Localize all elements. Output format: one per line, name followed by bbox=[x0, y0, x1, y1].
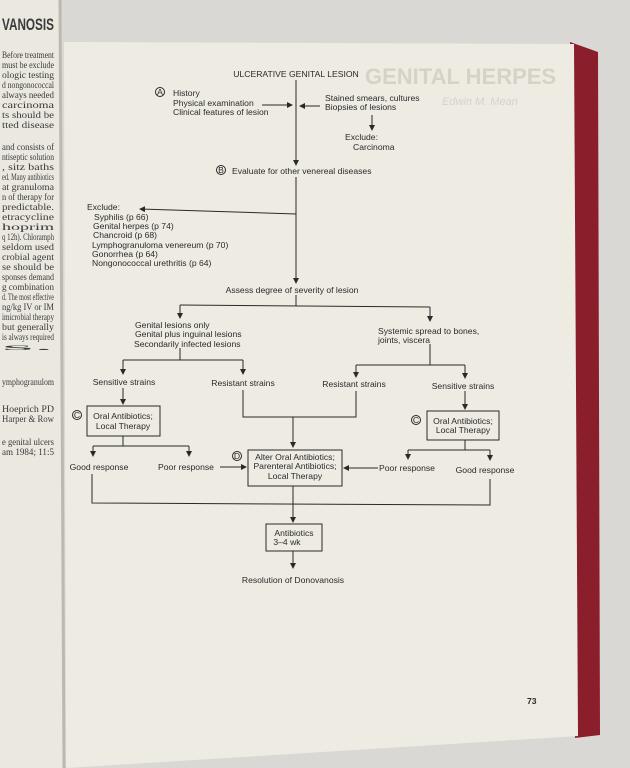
left-page-text-line: hoprim bbox=[2, 222, 54, 232]
labs-line: Biopsies of lesions bbox=[325, 102, 396, 112]
left-page-text-line: e genital ulcers bbox=[2, 437, 54, 447]
left-page-text-line: carcinoma bbox=[2, 100, 54, 110]
exclude-item: Syphilis (p 66) bbox=[94, 212, 149, 222]
left-page-text-line: ts should be bbox=[2, 110, 54, 120]
right-sensitive-label: Sensitive strains bbox=[432, 381, 495, 391]
root-label: ULCERATIVE GENITAL LESION bbox=[233, 69, 358, 79]
local-branch-line: Secondarily infected lesions bbox=[134, 339, 241, 349]
left-page-text-line: se should be bbox=[2, 262, 54, 272]
left-page-text-line: predictable. bbox=[2, 202, 54, 212]
box-c-right-line: Oral Antibiotics; bbox=[433, 416, 493, 426]
left-page-text-line: crobial agent bbox=[2, 252, 55, 262]
svg-text:A: A bbox=[157, 87, 163, 97]
step-b-label: Evaluate for other venereal diseases bbox=[232, 166, 372, 176]
marker-b: B bbox=[216, 165, 226, 175]
left-sensitive-label: Sensitive strains bbox=[93, 377, 156, 387]
antibiotics-line: Antibiotics bbox=[274, 528, 313, 538]
outcome-label: Resolution of Donovanosis bbox=[242, 575, 344, 585]
right-good-response: Good response bbox=[456, 465, 515, 475]
left-page-text-line: tted disease bbox=[2, 120, 54, 130]
exclude-carcinoma-label: Exclude: bbox=[345, 132, 378, 142]
marker-c-left: C bbox=[72, 410, 82, 420]
left-page bbox=[0, 0, 63, 768]
left-page-text-line: seldom used bbox=[2, 242, 55, 252]
marker-a: A bbox=[155, 87, 165, 97]
marker-d: D bbox=[232, 451, 242, 461]
box-c-left-line: Local Therapy bbox=[96, 421, 151, 431]
exclude-item: Genital herpes (p 74) bbox=[93, 221, 174, 231]
exclude-item: Nongonococcal urethritis (p 64) bbox=[92, 258, 212, 268]
ghost-heading: GENITAL HERPES bbox=[365, 64, 556, 89]
step-a-line: Clinical features of lesion bbox=[173, 107, 269, 117]
step-a-line: History bbox=[173, 88, 200, 98]
page-number: 73 bbox=[527, 696, 537, 706]
left-page-text-line: g combination bbox=[2, 282, 54, 292]
antibiotics-duration: 3–4 wk bbox=[273, 537, 301, 547]
left-page-text-line: d. The most effective bbox=[2, 292, 54, 302]
right-resistant-label: Resistant strains bbox=[322, 379, 386, 389]
left-page-text-line: must be exclude bbox=[2, 60, 54, 70]
oral-antibiotics-box-right bbox=[426, 410, 500, 441]
ghost-author: Edwin M. Mean bbox=[442, 96, 518, 108]
left-page-text-line: am 1984; 11:5 bbox=[2, 447, 54, 457]
left-page-text-line: s. bbox=[2, 342, 54, 352]
left-page-text-line: ologic testing bbox=[2, 70, 55, 80]
systemic-branch-line: joints, viscera bbox=[377, 335, 430, 345]
box-d-line: Alter Oral Antibiotics; bbox=[255, 452, 335, 462]
left-page-text-line: imicrobial therapy bbox=[2, 312, 54, 322]
left-page-text-line: Before treatment bbox=[2, 50, 54, 60]
left-page-text-line: , sitz baths bbox=[2, 162, 55, 172]
left-page-text-line: always needed bbox=[2, 90, 54, 100]
page-gutter bbox=[58, 0, 66, 768]
left-page-text-line: Harper & Row bbox=[2, 414, 54, 424]
left-page-text-line: etracycline bbox=[2, 212, 54, 222]
alter-therapy-box bbox=[247, 449, 343, 487]
antibiotics-box bbox=[265, 523, 323, 552]
box-d-line: Parenteral Antibiotics; bbox=[253, 461, 336, 471]
left-page-text-line: ng/kg IV or IM bbox=[2, 302, 54, 312]
right-poor-response: Poor response bbox=[379, 463, 435, 473]
left-poor-response: Poor response bbox=[158, 462, 214, 472]
oral-antibiotics-box-left bbox=[86, 405, 161, 437]
marker-c-right: C bbox=[411, 415, 421, 425]
systemic-branch-line: Systemic spread to bones, bbox=[378, 326, 479, 336]
svg-text:C: C bbox=[413, 415, 419, 425]
exclude-carcinoma-item: Carcinoma bbox=[353, 142, 395, 152]
left-page-text-line: at granuloma bbox=[2, 182, 54, 192]
labs-line: Stained smears, cultures bbox=[325, 93, 420, 103]
exclude-item: Lymphogranuloma venereum (p 70) bbox=[92, 240, 228, 250]
exclude-item: Gonorrhea (p 64) bbox=[92, 249, 158, 259]
left-page-text-line: sponses demand bbox=[2, 272, 54, 282]
left-good-response: Good response bbox=[70, 462, 129, 472]
left-page-text-line: ymphogranulom bbox=[2, 377, 54, 387]
exclude-list-label: Exclude: bbox=[87, 202, 120, 212]
left-page-text-line: ntiseptic solution bbox=[2, 152, 54, 162]
left-page-text-line: but generally bbox=[2, 322, 55, 332]
svg-text:B: B bbox=[218, 165, 224, 175]
exclude-item: Chancroid (p 68) bbox=[93, 230, 157, 240]
svg-text:C: C bbox=[74, 410, 80, 420]
local-branch-line: Genital lesions only bbox=[135, 320, 210, 330]
box-c-right-line: Local Therapy bbox=[436, 425, 491, 435]
svg-text:D: D bbox=[234, 451, 240, 461]
left-page-text-line: is always required bbox=[2, 332, 54, 342]
local-branch-line: Genital plus inguinal lesions bbox=[135, 329, 242, 339]
left-page-text-line: ed. Many antibiotics bbox=[2, 172, 54, 182]
left-resistant-label: Resistant strains bbox=[211, 378, 275, 388]
box-c-left-line: Oral Antibiotics; bbox=[93, 411, 153, 421]
assess-label: Assess degree of severity of lesion bbox=[226, 285, 359, 295]
flowchart: A B C C D ULCERATIVE GENITAL LESION Hist… bbox=[70, 69, 515, 585]
right-page bbox=[64, 42, 578, 768]
left-page-text-line: n of therapy for bbox=[2, 192, 54, 202]
left-page-text-line: Hoeprich PD bbox=[2, 404, 55, 414]
book-cover-edge bbox=[570, 42, 600, 738]
left-page-text-line: d nongonococcal bbox=[2, 80, 54, 90]
left-page-text-line: q 12h). Chloramph bbox=[2, 232, 54, 242]
box-d-line: Local Therapy bbox=[268, 471, 323, 481]
left-page-text-line: and consists of bbox=[2, 142, 54, 152]
left-page-heading: VANOSIS bbox=[2, 15, 54, 34]
step-a-line: Physical examination bbox=[173, 98, 254, 108]
